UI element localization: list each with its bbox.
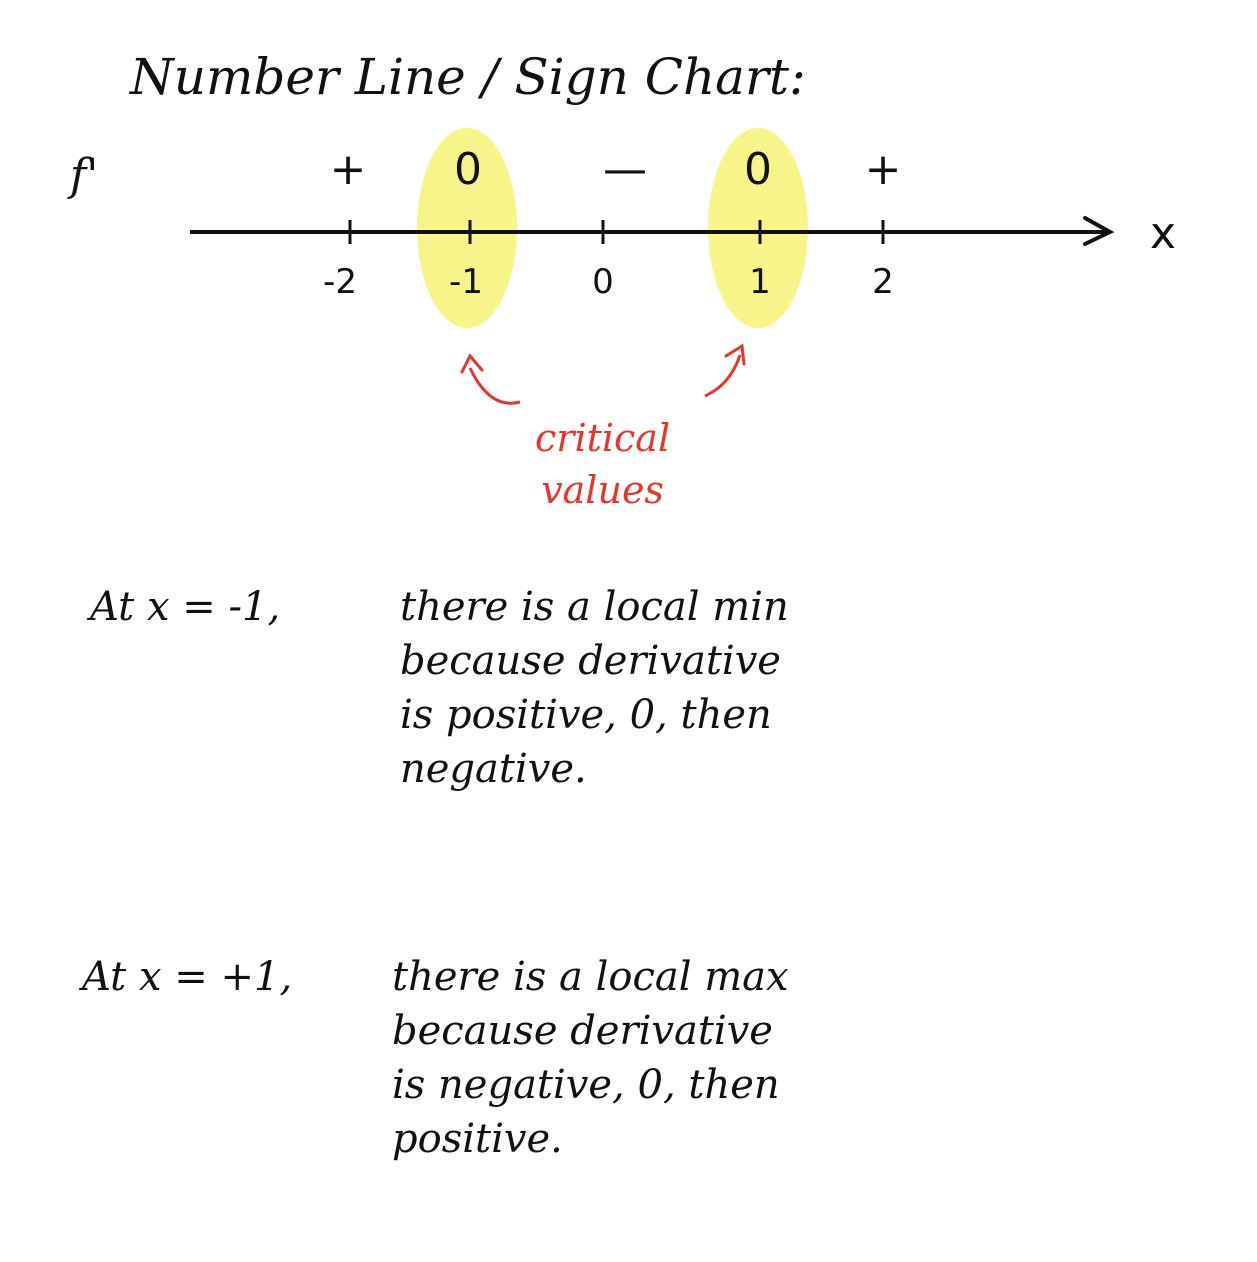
arrow-right bbox=[704, 354, 742, 398]
sign-minus: — bbox=[603, 144, 647, 195]
paragraph-line: is positive, 0, then bbox=[400, 692, 772, 738]
arrow-right-head bbox=[724, 343, 746, 366]
arrow-left bbox=[468, 367, 521, 405]
critical-values-annotation: critical values bbox=[535, 412, 670, 516]
paragraph-line: because derivative bbox=[392, 1008, 773, 1054]
paragraph-line: there is a local min bbox=[400, 584, 789, 630]
sign-plus-right: + bbox=[864, 144, 902, 195]
paragraph-body: there is a local min because derivative … bbox=[400, 580, 789, 796]
paragraph-line: is negative, 0, then bbox=[392, 1062, 780, 1108]
paragraph-line: because derivative bbox=[400, 638, 781, 684]
annotation-line-2: values bbox=[541, 468, 664, 512]
critical-highlight-right bbox=[708, 128, 808, 328]
fprime-label: f' bbox=[70, 150, 99, 201]
tick-label-neg2: -2 bbox=[323, 262, 357, 302]
critical-highlight-left bbox=[417, 128, 517, 328]
paragraph-body: there is a local max because derivative … bbox=[392, 950, 789, 1166]
tick-label-1: 1 bbox=[749, 262, 771, 302]
paragraph-line: positive. bbox=[392, 1116, 563, 1162]
sign-zero-left: 0 bbox=[454, 144, 482, 195]
chart-title: Number Line / Sign Chart: bbox=[130, 48, 806, 106]
tick-label-neg1: -1 bbox=[449, 262, 483, 302]
axis-label-x: x bbox=[1150, 208, 1177, 259]
paragraph-line: negative. bbox=[400, 746, 587, 792]
sign-zero-right: 0 bbox=[744, 144, 772, 195]
arrow-left-head bbox=[460, 353, 484, 374]
paragraph-lead: At x = +1, bbox=[82, 954, 293, 1000]
axis-arrowhead bbox=[1083, 216, 1115, 246]
tick-label-2: 2 bbox=[872, 262, 894, 302]
paragraph-lead: At x = -1, bbox=[90, 584, 281, 630]
paragraph-line: there is a local max bbox=[392, 954, 789, 1000]
tick-label-0: 0 bbox=[592, 262, 614, 302]
sign-plus-left: + bbox=[329, 144, 367, 195]
annotation-line-1: critical bbox=[535, 416, 671, 460]
